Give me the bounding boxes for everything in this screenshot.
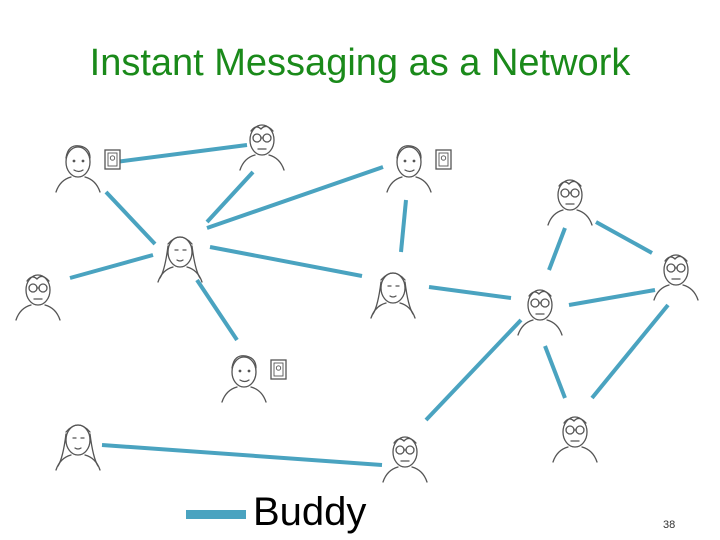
edges-layer bbox=[69, 143, 670, 467]
buddy-edge bbox=[205, 170, 255, 224]
slide-title: Instant Messaging as a Network bbox=[89, 42, 631, 84]
person-node-woman bbox=[370, 272, 416, 319]
buddy-edge bbox=[209, 245, 363, 278]
person-node-woman bbox=[55, 424, 101, 471]
person-node-elder-with-glasses bbox=[552, 416, 598, 463]
buddy-edge bbox=[399, 199, 408, 253]
legend-buddy-label: Buddy bbox=[253, 490, 367, 534]
buddy-edge bbox=[107, 143, 248, 165]
person-node-man-with-photo bbox=[55, 145, 121, 193]
buddy-edge bbox=[69, 253, 154, 280]
person-node-man-with-photo bbox=[386, 145, 452, 193]
person-node-elder-with-glasses bbox=[382, 436, 428, 483]
person-node-man-with-photo bbox=[221, 355, 287, 403]
person-node-elder-with-glasses bbox=[517, 289, 563, 336]
person-node-elder-with-glasses bbox=[547, 179, 593, 226]
buddy-edge bbox=[543, 345, 567, 399]
photo-frame-icon bbox=[104, 149, 121, 170]
buddy-edge bbox=[547, 227, 567, 271]
buddy-edge bbox=[104, 190, 157, 246]
photo-frame-icon bbox=[435, 149, 452, 170]
buddy-edge bbox=[595, 220, 653, 255]
buddy-edge bbox=[568, 288, 656, 307]
person-node-elder-with-glasses bbox=[653, 254, 699, 301]
buddy-edge bbox=[206, 165, 384, 230]
person-node-elder-with-glasses bbox=[239, 124, 285, 171]
page-number: 38 bbox=[663, 519, 676, 531]
legend-buddy-swatch bbox=[186, 510, 246, 519]
buddy-edge bbox=[195, 278, 239, 342]
buddy-edge bbox=[428, 285, 512, 300]
photo-frame-icon bbox=[270, 359, 287, 380]
person-node-elder-with-glasses bbox=[15, 274, 61, 321]
person-node-woman bbox=[157, 236, 203, 283]
buddy-edge bbox=[590, 303, 670, 400]
buddy-edge bbox=[101, 443, 383, 467]
buddy-edge bbox=[424, 318, 523, 422]
